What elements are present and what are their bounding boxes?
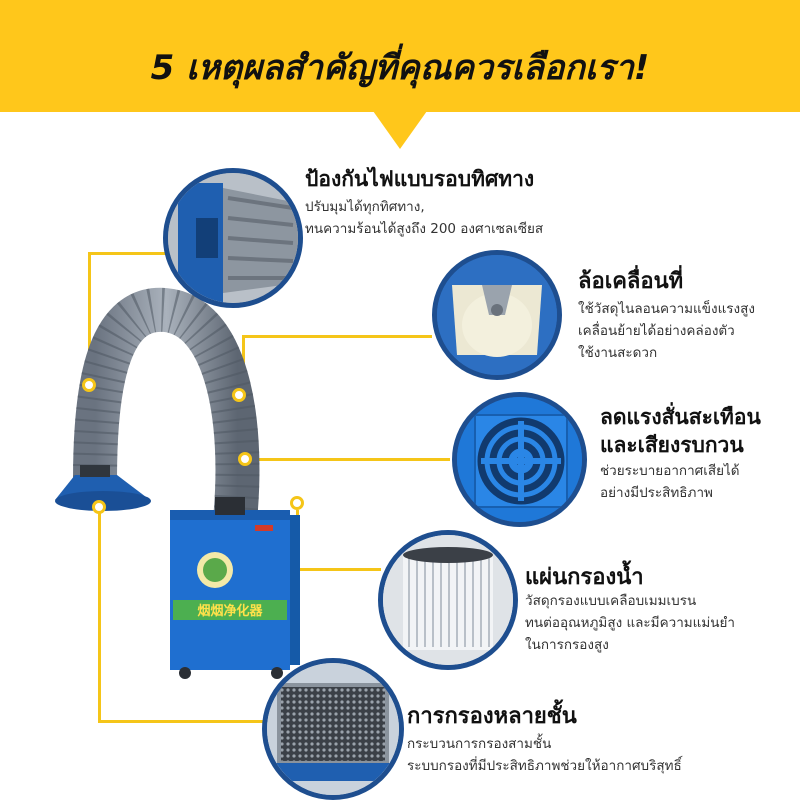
mesh-filter-icon [267, 663, 399, 795]
feature-description: ใช้วัสดุไนลอนความแข็งแรงสูง เคลื่อนย้ายไ… [578, 301, 755, 361]
connector-dot [238, 452, 252, 466]
page-title: 5 เหตุผลสำคัญที่คุณควรเลือกเรา! [150, 48, 650, 88]
feature-title: แผ่นกรองน้ำ [525, 565, 644, 590]
hose-joint-icon [168, 173, 298, 303]
fume-extractor-illustration: 烟烟净化器 [55, 287, 300, 679]
connector-line [242, 335, 432, 338]
connector-line [98, 512, 101, 722]
feature-title: ลดแรงสั่นสะเทือน และเสียงรบกวน [600, 405, 761, 457]
feature-title: การกรองหลายชั้น [407, 704, 577, 729]
wheel-detail-image [432, 250, 562, 380]
connector-dot [82, 378, 96, 392]
connector-line [88, 252, 91, 382]
hose-detail-image [163, 168, 303, 308]
filter-cartridge-image [378, 530, 518, 670]
wheel-icon [437, 255, 557, 375]
vent-detail-image [452, 392, 587, 527]
connector-line [250, 458, 450, 461]
multilayer-filter-image [262, 658, 404, 800]
banner-pointer [373, 111, 427, 149]
connector-dot [290, 496, 304, 510]
connector-dot [92, 500, 106, 514]
machine-label: 烟烟净化器 [197, 603, 263, 619]
header-banner [0, 0, 800, 112]
feature-description: กระบวนการกรองสามชั้น ระบบกรองที่มีประสิท… [407, 736, 682, 774]
feature-title: ป้องกันไฟแบบรอบทิศทาง [305, 167, 535, 191]
connector-line [98, 720, 266, 723]
filter-cartridge-icon [383, 535, 513, 665]
feature-title: ล้อเคลื่อนที่ [578, 269, 684, 294]
vent-grille-icon [457, 397, 582, 522]
connector-line [296, 568, 381, 571]
connector-line [88, 252, 168, 255]
feature-description: ช่วยระบายอากาศเสียได้ อย่างมีประสิทธิภาพ [600, 463, 740, 501]
feature-description: ปรับมุมได้ทุกทิศทาง, ทนความร้อนได้สูงถึง… [305, 199, 544, 237]
feature-description: วัสดุกรองแบบเคลือบเมมเบรน ทนต่ออุณหภูมิส… [525, 593, 735, 653]
connector-dot [232, 388, 246, 402]
